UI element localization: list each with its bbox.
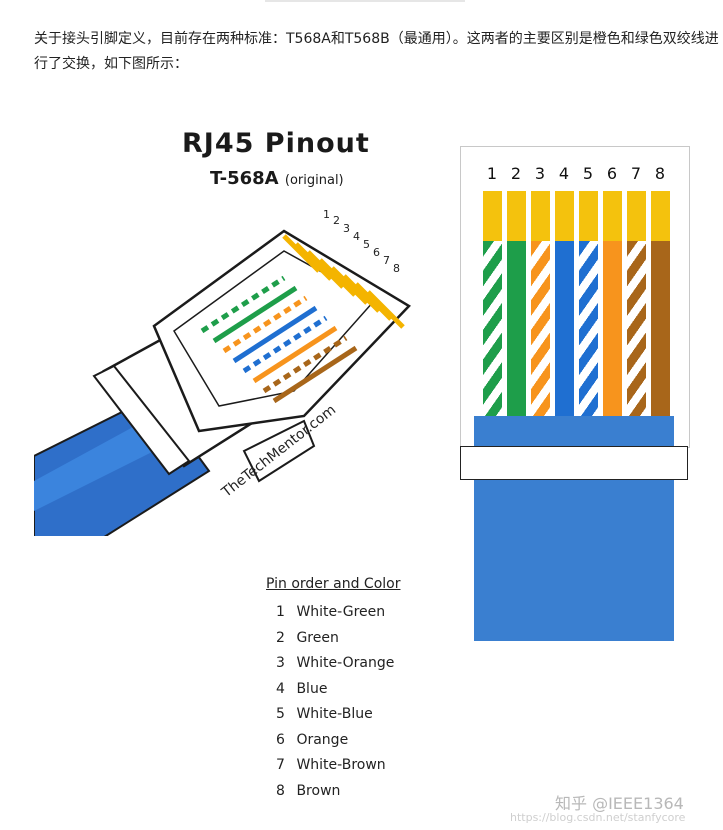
legend-pin-number: 8 (276, 782, 285, 799)
legend-pin-number: 2 (276, 629, 285, 646)
wire-insulation (483, 241, 502, 421)
legend-color-label: White-Blue (296, 706, 373, 722)
top-divider (265, 0, 465, 2)
plug-pin-number: 8 (393, 262, 400, 275)
legend-color-label: Blue (296, 680, 328, 697)
wire-insulation (579, 241, 598, 421)
wire-insulation (651, 241, 670, 421)
legend-color-label: White-Brown (296, 757, 386, 773)
pin-number: 4 (558, 164, 570, 183)
legend-color-label: White-Green (296, 604, 386, 620)
legend-row: 7 White-Brown (266, 753, 400, 779)
wire-contact (579, 191, 598, 241)
wire-contact (483, 191, 502, 241)
legend-row: 8 Brown (266, 779, 400, 805)
plug-pin-number: 6 (373, 246, 380, 259)
wire-8 (651, 191, 670, 421)
standard-note: (original) (284, 173, 344, 188)
wire-insulation (627, 241, 646, 421)
rj45-plug-illustration (34, 229, 411, 536)
wire-insulation (507, 241, 526, 421)
legend-pin-number: 1 (276, 604, 285, 620)
wire-contact (531, 191, 550, 241)
wire-3 (531, 191, 550, 421)
pin-number: 6 (606, 164, 618, 183)
csdn-watermark: https://blog.csdn.net/stanfycore (510, 811, 686, 824)
wire-2 (507, 191, 526, 421)
legend-heading: Pin order and Color (266, 576, 401, 592)
wire-6 (603, 191, 622, 421)
wire-insulation (555, 241, 574, 421)
legend-pin-number: 3 (276, 655, 285, 671)
wire-7 (627, 191, 646, 421)
pin-number: 8 (654, 164, 666, 183)
legend-color-label: Orange (296, 731, 349, 748)
wire-4 (555, 191, 574, 421)
plug-pin-number: 7 (383, 254, 390, 267)
wire-1 (483, 191, 502, 421)
wire-insulation (531, 241, 550, 421)
plug-pin-number: 1 (323, 208, 330, 221)
legend-row: 1 White-Green (266, 600, 400, 626)
intro-paragraph: 关于接头引脚定义，目前存在两种标准：T568A和T568B（最通用）。这两者的主… (34, 31, 719, 72)
wire-insulation (603, 241, 622, 421)
figure-title: RJ45 Pinout (182, 128, 370, 159)
plug-pin-number: 5 (363, 238, 370, 251)
zhihu-watermark: 知乎 @IEEE1364 (555, 794, 684, 813)
wire-contact (603, 191, 622, 241)
pin-number: 2 (510, 164, 522, 183)
plug-pin-number: 4 (353, 230, 360, 243)
legend-pin-number: 6 (276, 731, 285, 748)
pin-number: 7 (630, 164, 642, 183)
pin-number: 5 (582, 164, 594, 183)
crimp-band (460, 446, 688, 480)
wire-contact (627, 191, 646, 241)
rj45-pinout-figure: RJ45 Pinout T-568A (original) 1 2 3 4 5 … (34, 116, 714, 826)
legend-row: 2 Green (266, 626, 400, 652)
legend-pin-number: 7 (276, 757, 285, 773)
legend-row: 5 White-Blue (266, 702, 400, 728)
figure-subtitle: T-568A (original) (210, 168, 344, 189)
wire-contact (507, 191, 526, 241)
wire-order-diagram: 1 2 3 4 5 6 7 8 (460, 146, 690, 646)
legend-row: 4 Blue (266, 677, 400, 703)
wire-5 (579, 191, 598, 421)
wire-contact (651, 191, 670, 241)
pin-color-legend: Pin order and Color 1 White-Green 2 Gree… (266, 576, 400, 804)
wire-contact (555, 191, 574, 241)
plug-pin-number: 2 (333, 214, 340, 227)
pin-number: 1 (486, 164, 498, 183)
pin-number: 3 (534, 164, 546, 183)
standard-name: T-568A (210, 168, 279, 189)
plug-pin-number: 3 (343, 222, 350, 235)
legend-row: 3 White-Orange (266, 651, 400, 677)
legend-row: 6 Orange (266, 728, 400, 754)
legend-pin-number: 5 (276, 706, 285, 722)
legend-color-label: Green (296, 629, 339, 646)
legend-pin-number: 4 (276, 680, 285, 697)
legend-color-label: Brown (296, 782, 341, 799)
legend-color-label: White-Orange (296, 655, 395, 671)
